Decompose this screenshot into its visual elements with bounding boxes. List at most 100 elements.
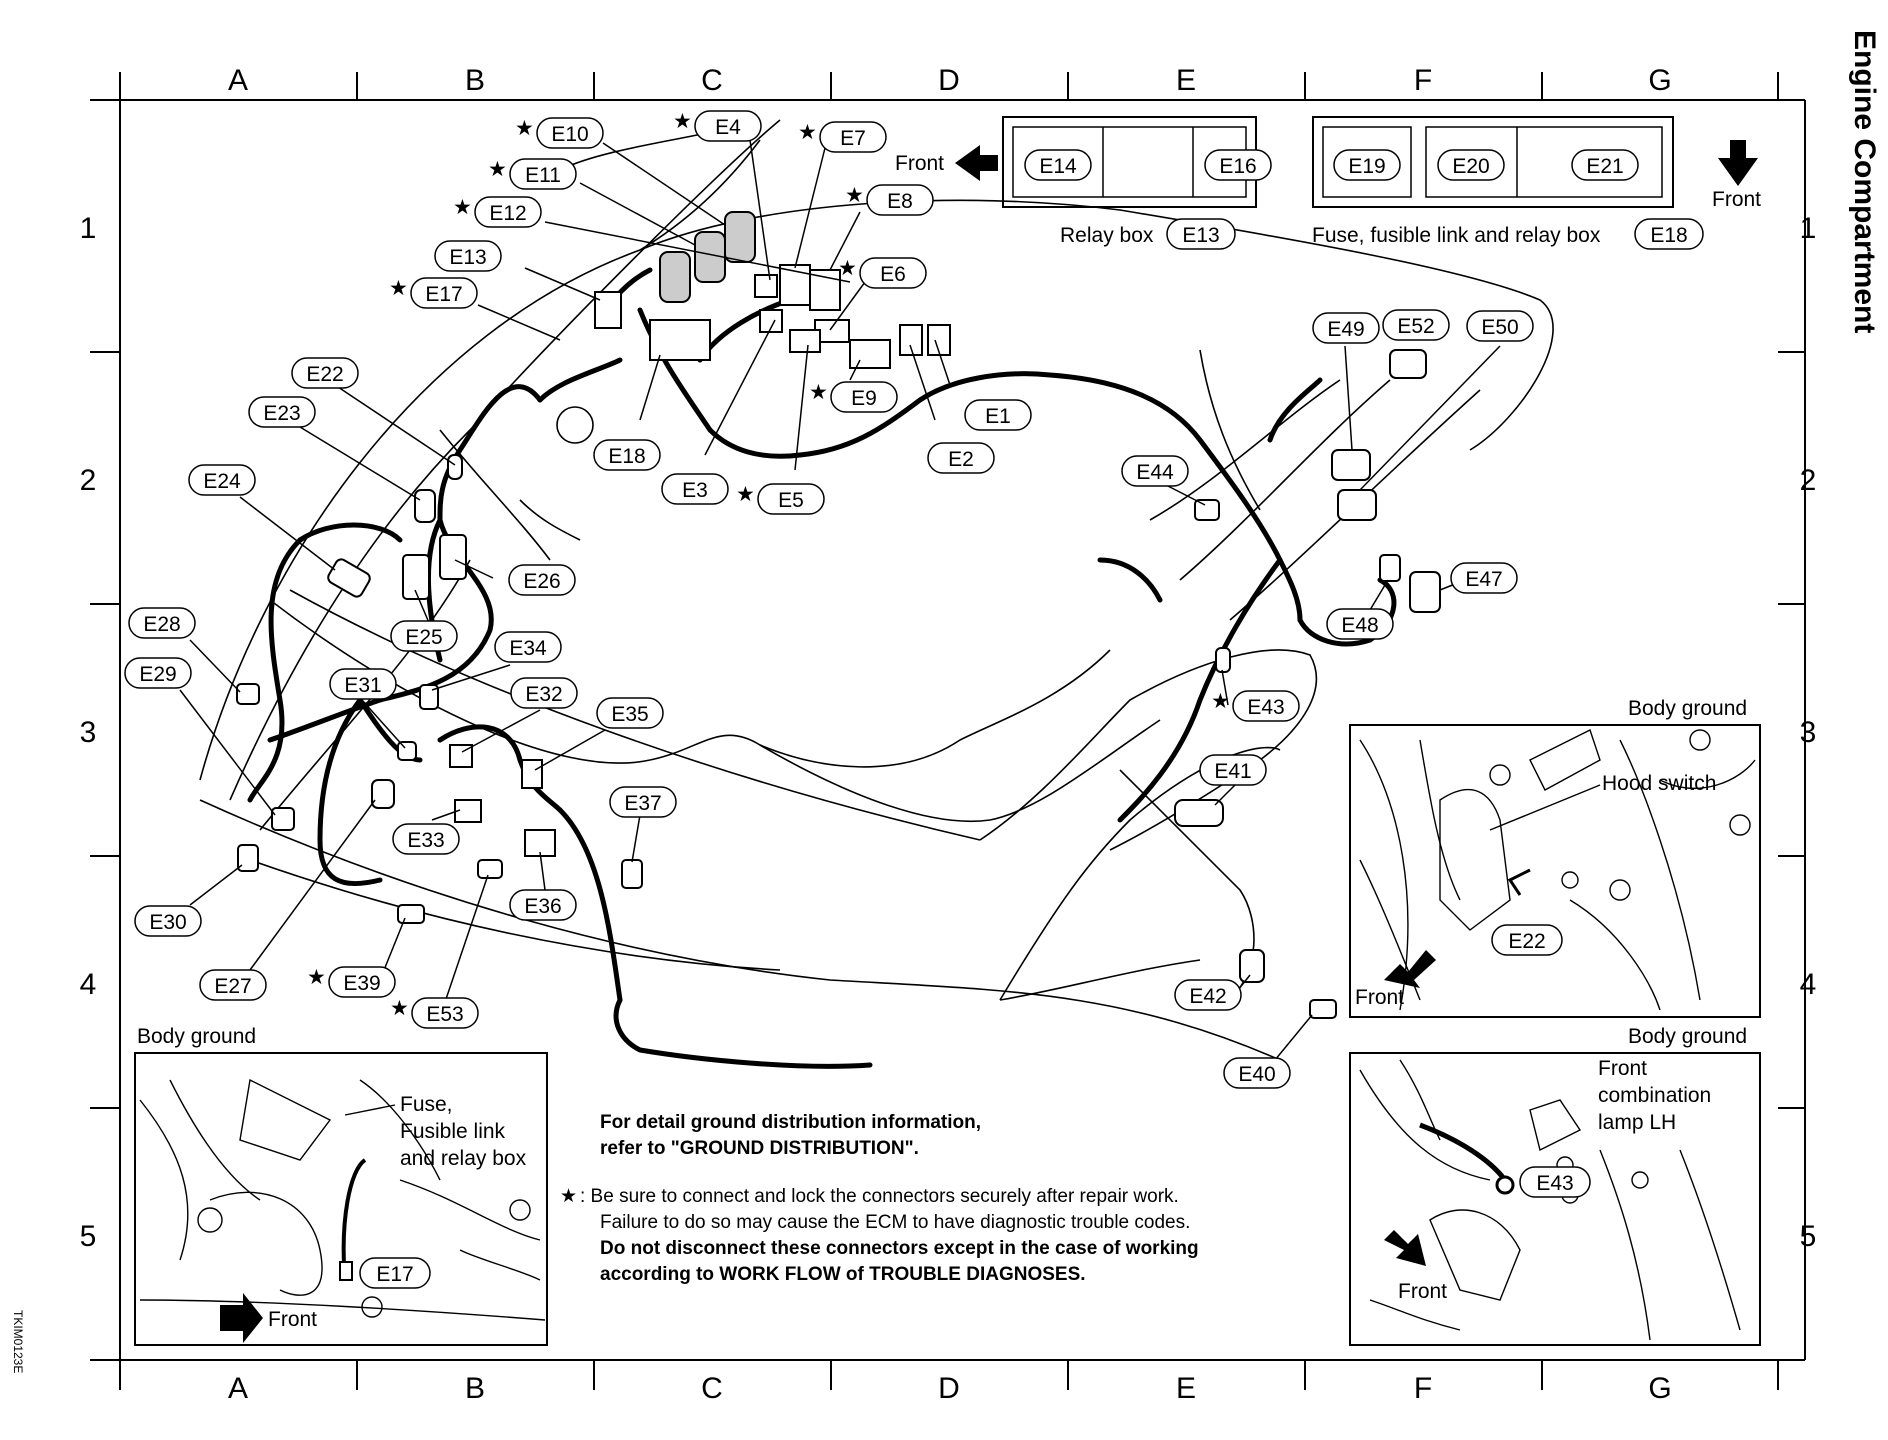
fuse-box-diagram: E19 E20 E21 Front Fuse, fusible link and…	[1312, 116, 1761, 250]
connector-oval	[819, 121, 887, 153]
connector-icon-e50	[1337, 489, 1377, 521]
star-mark-icon: ★	[673, 110, 692, 133]
connector-oval	[134, 905, 202, 937]
col-label: A	[228, 64, 248, 97]
side-title: Engine Compartment	[1848, 30, 1881, 333]
connector-icon-e5	[789, 329, 821, 353]
connector-icon-e23	[414, 489, 436, 523]
col-label: C	[701, 1372, 723, 1405]
inset-right-bottom-title: Body ground	[1628, 1025, 1747, 1048]
connector-label-e1: E1	[964, 399, 1032, 431]
connector-oval	[1174, 979, 1242, 1011]
connector-id: E4	[715, 116, 741, 139]
connector-label-e37: E37	[609, 786, 677, 818]
col-label: F	[1414, 1372, 1432, 1405]
col-label: D	[938, 64, 960, 97]
connector-icon-e1	[927, 324, 951, 356]
connector-icon-e41	[1174, 799, 1224, 827]
connector-label-e40: E40	[1223, 1057, 1291, 1089]
front-arrow-down-icon	[1718, 140, 1758, 186]
connector-label-e23: E23	[248, 396, 316, 428]
inset-right-bottom-front: Front	[1398, 1280, 1447, 1303]
connector-icon-e30	[237, 844, 259, 872]
front-arrow-right-icon	[220, 1293, 263, 1343]
connector-label-e49: E49	[1312, 312, 1380, 344]
connector-oval	[410, 277, 478, 309]
fuse-cell-e20: E20	[1452, 155, 1489, 178]
connector-icon-e9	[849, 339, 891, 369]
connector-oval	[609, 786, 677, 818]
connector-oval	[694, 110, 762, 142]
connector-label-e32: E32	[510, 677, 578, 709]
connector-id: E36	[524, 895, 561, 918]
column-labels-bottom: A B C D E F G	[228, 1372, 1672, 1405]
connector-label-e7: E7★	[798, 121, 887, 153]
star-mark-icon: ★	[1211, 690, 1230, 713]
connector-label-e50: E50	[1466, 310, 1534, 342]
row-labels-right: 1 2 3 4 5	[1800, 212, 1817, 1253]
connector-label-e11: E11★	[488, 158, 577, 190]
inset-left-front: Front	[268, 1308, 317, 1331]
connector-id: E3	[682, 479, 708, 502]
connector-id: E33	[407, 829, 444, 852]
connector-icon-e29	[271, 807, 295, 831]
connector-id: E31	[344, 674, 381, 697]
connector-oval	[128, 607, 196, 639]
connector-oval	[964, 399, 1032, 431]
connector-oval	[830, 381, 898, 413]
connector-oval	[1382, 309, 1450, 341]
connector-icon-e42	[1239, 949, 1265, 983]
connector-oval	[248, 396, 316, 428]
connector-icon-e25	[402, 554, 430, 600]
row-label: 5	[80, 1220, 97, 1253]
relay-front-label: Front	[895, 152, 944, 175]
connector-icon-e28	[236, 683, 260, 705]
connector-label-e34: E34	[494, 631, 562, 663]
inset-left-title: Body ground	[137, 1025, 256, 1048]
connector-oval	[291, 357, 359, 389]
row-label: 1	[1800, 212, 1817, 245]
star-symbol: ★	[560, 1186, 577, 1207]
relay-cell-e16: E16	[1219, 155, 1256, 178]
connector-icon-e49	[1331, 449, 1371, 481]
row-labels-left: 1 2 3 4 5	[80, 212, 97, 1253]
connector-id: E37	[624, 792, 661, 815]
connector-oval	[866, 184, 934, 216]
connector-label-e42: E42	[1174, 979, 1242, 1011]
connector-label-e30: E30	[134, 905, 202, 937]
connector-id: E22	[306, 363, 343, 386]
connector-id: E10	[551, 123, 588, 146]
connector-label-e52: E52	[1382, 309, 1450, 341]
inset-right-top-tag: E22	[1508, 930, 1545, 953]
connector-icon-e27	[371, 779, 395, 809]
front-arrow-diag-down-icon	[1384, 1230, 1426, 1266]
star-mark-icon: ★	[515, 117, 534, 140]
inset-left-label-3: and relay box	[400, 1147, 527, 1170]
connector-oval	[434, 240, 502, 272]
front-arrow-diag-icon	[1384, 950, 1436, 988]
connector-oval	[1223, 1057, 1291, 1089]
connector-oval	[494, 631, 562, 663]
connector-label-e4: E4 ★	[673, 110, 762, 142]
connector-oval	[1232, 690, 1300, 722]
connector-label-e28: E28	[128, 607, 196, 639]
connector-id: E26	[523, 570, 560, 593]
hood-switch-label: Hood switch	[1602, 772, 1716, 795]
connector-id: E2	[948, 448, 974, 471]
connector-oval	[1121, 455, 1189, 487]
relay-box-caption: Relay box	[1060, 224, 1154, 247]
connector-oval	[508, 564, 576, 596]
connector-label-e2: E2	[927, 442, 995, 474]
connector-label-e48: E48	[1326, 608, 1394, 640]
connector-icon-e52	[1389, 349, 1427, 379]
connector-oval	[390, 620, 458, 652]
star-mark-icon: ★	[453, 196, 472, 219]
connector-oval	[1312, 312, 1380, 344]
connector-icon-e13	[594, 291, 622, 329]
connector-id: E47	[1465, 568, 1502, 591]
inset-left-tag: E17	[376, 1263, 413, 1286]
connector-label-e35: E35	[596, 697, 664, 729]
connector-icon-e37	[621, 859, 643, 889]
connector-oval	[329, 668, 397, 700]
